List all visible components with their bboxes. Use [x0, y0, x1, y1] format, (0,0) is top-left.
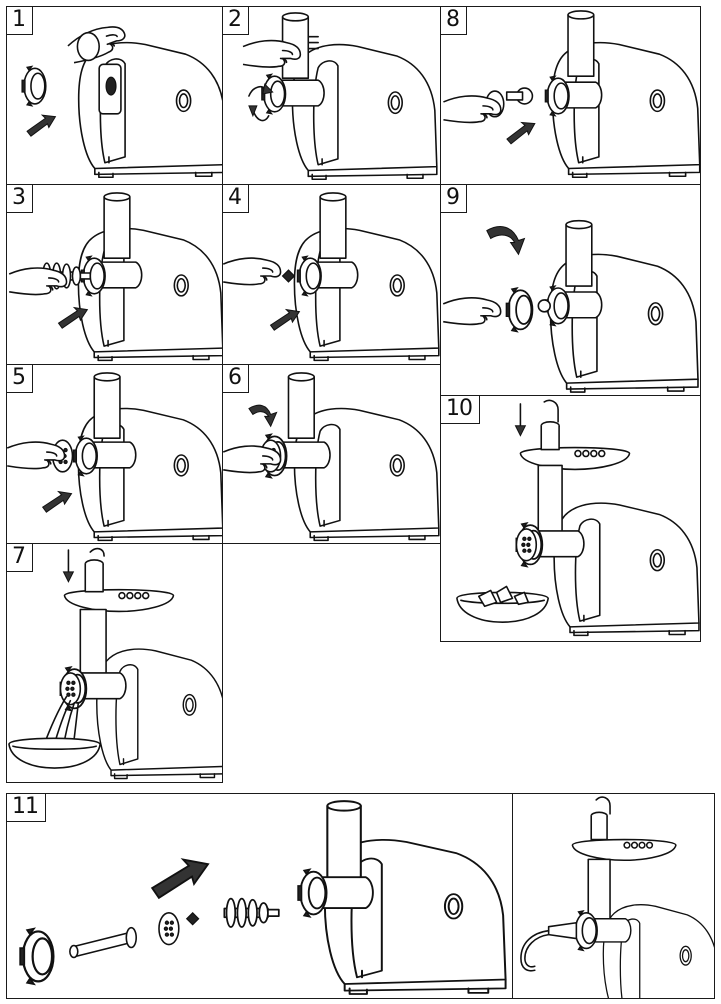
illustration-step-4 [223, 192, 440, 362]
illustration-step-11-disassembled [19, 800, 507, 995]
step-number-10: 10 [441, 396, 480, 424]
step-panel-5: 5 [6, 364, 223, 544]
illustration-step-2 [242, 12, 438, 181]
illustration-step-10 [456, 399, 700, 637]
illustration-step-11-assembled [520, 796, 714, 998]
step-panel-8: 8 [440, 6, 701, 185]
step-panel-11-assembled [512, 793, 715, 999]
step-panel-3: 3 [6, 184, 223, 365]
illustration-step-9 [442, 219, 699, 393]
step-panel-6: 6 [222, 364, 441, 544]
illustration-step-5 [7, 372, 222, 542]
step-panel-1: 1 [6, 6, 223, 185]
step-panel-2: 2 [222, 6, 441, 185]
step-number-1: 1 [7, 7, 33, 35]
step-number-3: 3 [7, 185, 33, 213]
step-panel-4: 4 [222, 184, 441, 365]
step-number-9: 9 [441, 185, 467, 213]
step-number-5: 5 [7, 365, 33, 393]
illustration-step-3 [8, 192, 222, 362]
step-number-8: 8 [441, 7, 467, 35]
step-panel-7: 7 [6, 543, 223, 783]
illustration-step-1 [21, 19, 222, 179]
step-number-6: 6 [223, 365, 249, 393]
step-number-11: 11 [7, 794, 46, 822]
step-panel-10: 10 [440, 395, 701, 642]
illustration-step-6 [223, 372, 440, 542]
step-number-4: 4 [223, 185, 249, 213]
step-panel-11: 11 [6, 793, 513, 999]
step-number-7: 7 [7, 544, 33, 572]
illustration-step-8 [442, 10, 700, 179]
step-number-2: 2 [223, 7, 249, 35]
step-panel-9: 9 [440, 184, 701, 396]
illustration-step-7 [8, 547, 222, 780]
